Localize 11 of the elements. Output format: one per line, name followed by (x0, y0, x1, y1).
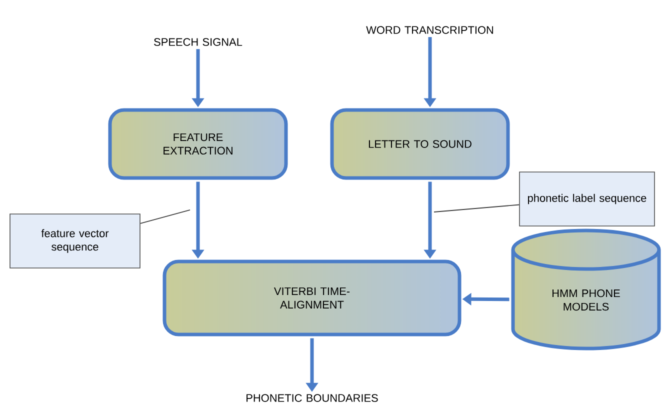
callout-box: feature vector sequence (10, 214, 140, 268)
label-text: WORD TRANSCRIPTION (366, 26, 494, 34)
label-text: SPEECH SIGNAL (154, 38, 242, 46)
label-text: PHONETIC BOUNDARIES (246, 394, 378, 402)
callout-box: phonetic label sequence (519, 172, 655, 226)
leader-line (434, 204, 520, 212)
leader-line (140, 210, 190, 224)
database-cylinder: HMM PHONE MODELS (511, 228, 661, 350)
process-box: FEATURE EXTRACTION (108, 108, 288, 180)
process-box: LETTER TO SOUND (330, 108, 510, 180)
process-box: VITERBI TIME-ALIGNMENT (162, 260, 462, 336)
